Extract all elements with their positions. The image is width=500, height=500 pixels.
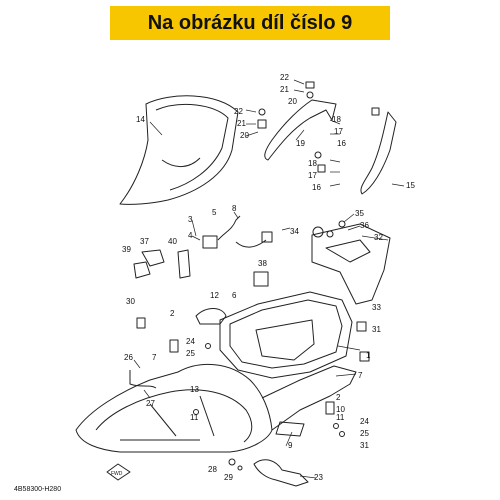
callout: 2 — [336, 393, 341, 402]
part-9[interactable] — [275, 421, 305, 437]
fwd-arrow — [106, 463, 131, 481]
callout: 16 — [312, 183, 321, 192]
callout: 21 — [237, 119, 246, 128]
callout: 32 — [374, 233, 383, 242]
callout: 7 — [358, 371, 363, 380]
part-2-plate[interactable] — [169, 339, 179, 353]
part-37-bracket[interactable] — [133, 249, 191, 279]
part-33-clip[interactable] — [356, 321, 367, 332]
part-31-clip[interactable] — [359, 351, 370, 362]
callout: 9 — [288, 441, 293, 450]
part-38-label[interactable] — [253, 271, 269, 287]
callout: 23 — [314, 473, 323, 482]
part-26-cable[interactable] — [129, 370, 157, 389]
callout: 16 — [337, 139, 346, 148]
callout: 39 — [122, 245, 131, 254]
fwd-label: FWD — [111, 471, 123, 477]
callout: 17 — [334, 127, 343, 136]
callout: 35 — [355, 209, 364, 218]
callout: 18 — [332, 115, 341, 124]
callout: 12 — [210, 291, 219, 300]
callout: 19 — [296, 139, 305, 148]
callout: 15 — [406, 181, 415, 190]
callout: 40 — [168, 237, 177, 246]
callout: 13 — [190, 385, 199, 394]
part-14-cover[interactable] — [119, 95, 239, 205]
callout: 5 — [212, 208, 217, 217]
callout: 27 — [146, 399, 155, 408]
callout: 11 — [190, 413, 199, 422]
bolts — [193, 220, 346, 437]
part-5-switch[interactable] — [202, 215, 273, 249]
callout: 14 — [136, 115, 145, 124]
callout: 36 — [360, 221, 369, 230]
callout: 31 — [360, 441, 369, 450]
callout: 34 — [290, 227, 299, 236]
callout: 22 — [234, 107, 243, 116]
callout: 22 — [280, 73, 289, 82]
callout: 30 — [126, 297, 135, 306]
callout: 2 — [170, 309, 175, 318]
part-30-clip[interactable] — [136, 317, 146, 329]
callouts: 22 21 20 22 21 20 14 19 18 17 16 18 17 1… — [122, 73, 415, 482]
callout: 1 — [366, 351, 371, 360]
callout: 37 — [140, 237, 149, 246]
callout: 8 — [232, 204, 237, 213]
callout: 29 — [224, 473, 233, 482]
callout: 21 — [280, 85, 289, 94]
callout: 25 — [360, 429, 369, 438]
callout: 17 — [308, 171, 317, 180]
callout: 20 — [288, 97, 297, 106]
callout: 31 — [372, 325, 381, 334]
callout: 3 — [188, 215, 193, 224]
callout: 38 — [258, 259, 267, 268]
part-32-tail-piece[interactable] — [311, 223, 391, 305]
diagram-code: 4B58300-H280 — [14, 486, 62, 493]
title-banner: Na obrázku díl číslo 9 — [110, 6, 390, 40]
callout: 11 — [336, 413, 345, 422]
part-23-lever[interactable] — [228, 458, 309, 487]
callout: 20 — [240, 131, 249, 140]
callout: 4 — [188, 231, 193, 240]
callout: 26 — [124, 353, 133, 362]
callout: 18 — [308, 159, 317, 168]
banner-text: Na obrázku díl číslo 9 — [147, 11, 353, 34]
callout: 6 — [232, 291, 237, 300]
leader-lines — [133, 79, 405, 479]
callout: 10 — [336, 405, 345, 414]
callout: 7 — [152, 353, 157, 362]
callout: 25 — [186, 349, 195, 358]
part-6-helmet-box[interactable] — [219, 291, 353, 379]
part-19-grab-bar[interactable] — [257, 81, 337, 161]
part-15-grab-bar[interactable] — [314, 107, 397, 195]
callout: 28 — [208, 465, 217, 474]
callout: 33 — [372, 303, 381, 312]
callout: 24 — [186, 337, 195, 346]
part-1-body-frame[interactable] — [75, 363, 357, 453]
callout: 24 — [360, 417, 369, 426]
part-2-plate-b[interactable] — [325, 401, 335, 415]
part-12-lid[interactable] — [195, 308, 227, 325]
